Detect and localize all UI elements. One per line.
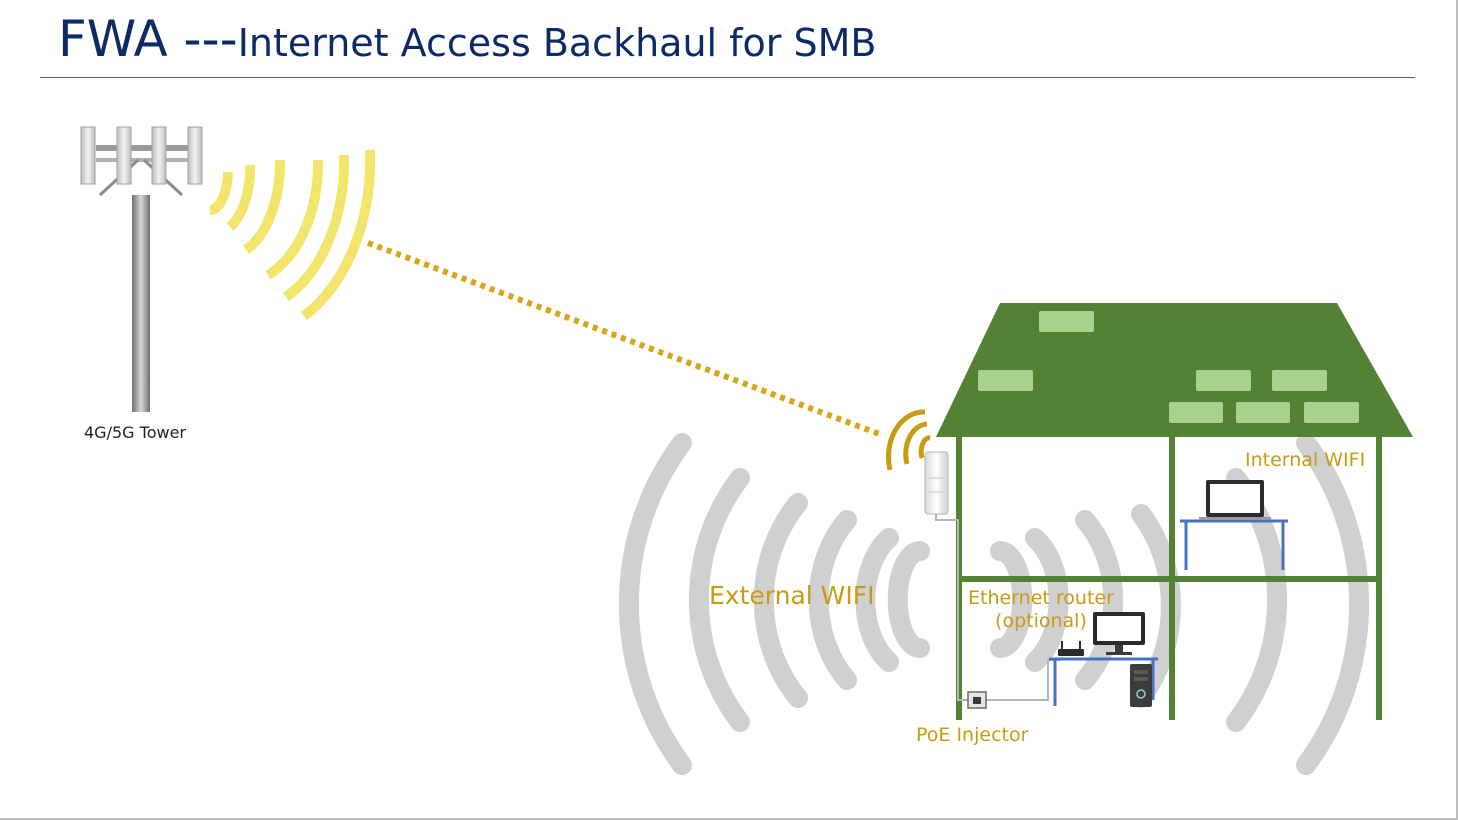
- wave-left-3: [808, 510, 857, 690]
- wave-left-5: [688, 468, 750, 732]
- pc-tower-icon: [1130, 664, 1152, 707]
- external-wifi-label: External WIFI: [709, 581, 875, 610]
- wave-left-2: [855, 528, 899, 672]
- title-divider: [40, 77, 1415, 78]
- backhaul-link: [366, 240, 884, 438]
- cell-tower-icon: [80, 126, 203, 412]
- monitor-icon: [1093, 612, 1145, 655]
- wave-left-6: [618, 433, 692, 775]
- title-main: FWA ---: [58, 10, 238, 68]
- wave-left-4: [753, 493, 808, 708]
- poe-injector-label: PoE Injector: [916, 724, 1029, 746]
- desk-ground-floor: [1049, 657, 1158, 706]
- wave-left-1: [887, 541, 930, 658]
- wave-right-3: [1075, 510, 1124, 690]
- house-roof: [936, 303, 1413, 437]
- ethernet-router-line2: (optional): [995, 610, 1087, 632]
- slide-title: FWA ---Internet Access Backhaul for SMB: [58, 10, 876, 68]
- tower-label: 4G/5G Tower: [84, 423, 186, 442]
- cpe-signal-arcs: [886, 409, 931, 471]
- ethernet-router-line1: Ethernet router: [968, 587, 1114, 609]
- router-icon: [1058, 641, 1084, 656]
- tower-signal-arcs: [209, 149, 376, 321]
- poe-injector-icon: [967, 691, 987, 709]
- wave-right-2: [1025, 528, 1069, 672]
- internal-wifi-label: Internal WIFI: [1245, 449, 1366, 471]
- outdoor-cpe-icon: [924, 451, 949, 515]
- desk-upper-floor: [1180, 519, 1288, 570]
- title-sub: Internet Access Backhaul for SMB: [237, 21, 877, 65]
- wave-right-1: [990, 541, 1033, 658]
- ethernet-router-label: Ethernet router (optional): [968, 587, 1114, 633]
- wave-right-6: [1296, 433, 1370, 775]
- laptop-icon: [1199, 480, 1271, 520]
